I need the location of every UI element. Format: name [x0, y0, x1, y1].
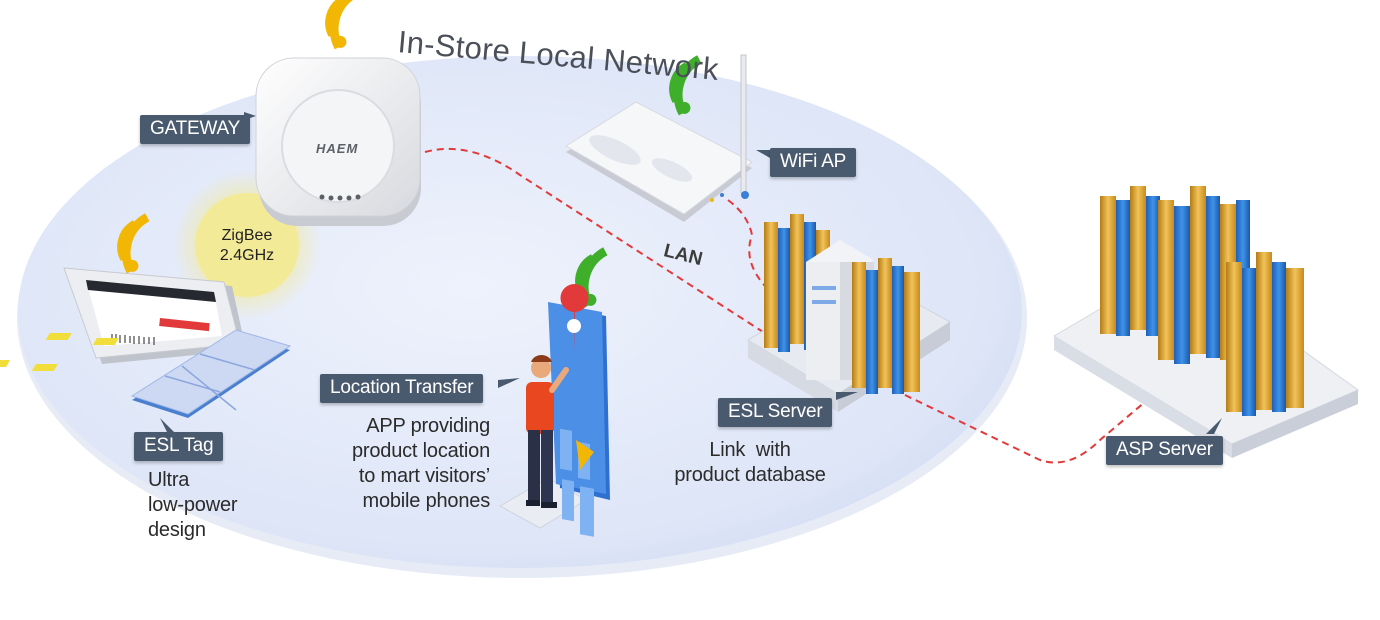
wifi-green-icon — [669, 55, 702, 116]
esl-tag-label: ESL Tag — [134, 432, 224, 461]
wifi-ap-label: WiFi AP — [770, 148, 857, 177]
location-desc-line: to mart visitors’ — [358, 465, 490, 487]
smartphone-map — [498, 302, 610, 537]
wifi-yellow-icon — [117, 213, 150, 274]
esl-tag-description: Ultra low-power design — [148, 468, 238, 543]
esl-tag-desc-line: low-power — [148, 494, 238, 516]
location-desc-line: product location — [351, 440, 490, 462]
gateway-device — [255, 57, 421, 226]
location-description: APP providing product location to mart v… — [330, 414, 490, 514]
esl-server-desc-line: product database — [674, 464, 826, 486]
zigbee-line-1: ZigBee — [221, 227, 273, 244]
asp-server-label: ASP Server — [1106, 436, 1223, 465]
location-transfer-label: Location Transfer — [320, 374, 484, 403]
esl-server-description: Link with product database — [668, 438, 832, 488]
esl-server-label: ESL Server — [718, 398, 833, 427]
person-figure — [526, 354, 569, 508]
esl-server-rack — [747, 214, 951, 412]
esl-server-desc-line: Link with — [709, 439, 791, 461]
asp-server-rack — [1053, 186, 1360, 458]
map-pin-icon — [560, 284, 589, 352]
zigbee-label: ZigBee 2.4GHz — [206, 226, 288, 266]
location-desc-line: APP providing — [366, 415, 490, 437]
gateway-logo: HAEM — [316, 141, 359, 156]
wifi-yellow-icon — [325, 0, 358, 50]
esl-tag-desc-line: Ultra — [148, 469, 190, 491]
gateway-label: GATEWAY — [140, 115, 251, 144]
esl-tag-desc-line: design — [148, 519, 206, 541]
navigation-arrow-icon — [576, 440, 594, 470]
wifi-router-device — [565, 54, 753, 222]
esl-tag-cluster — [0, 329, 292, 418]
zigbee-line-2: 2.4GHz — [219, 247, 275, 264]
location-desc-line: mobile phones — [362, 490, 491, 512]
